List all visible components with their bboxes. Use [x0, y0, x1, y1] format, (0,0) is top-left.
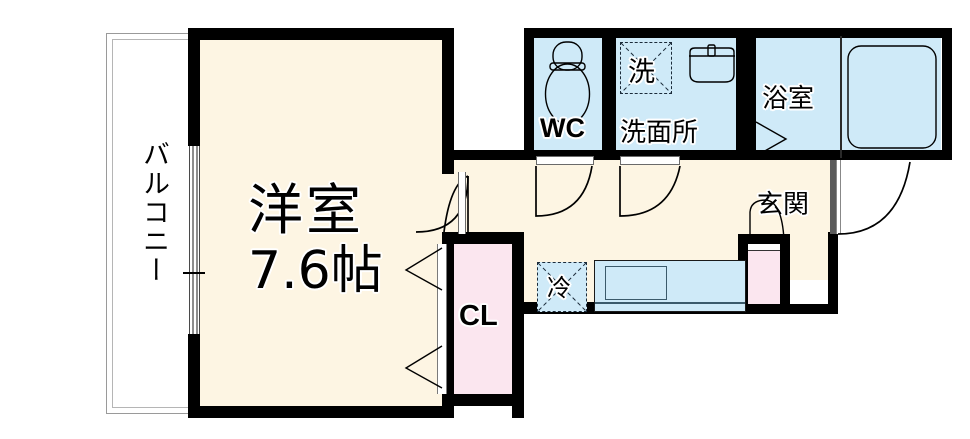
entrance-step-arc [749, 199, 785, 244]
room-size-label: 7.6帖 [248, 241, 383, 301]
western-room-fill [196, 36, 446, 412]
closet-door-track [437, 244, 447, 394]
closet-label: CL [459, 300, 498, 332]
wc-door-swing [535, 165, 593, 217]
wall-closet-right [512, 232, 524, 418]
wall-bath-right [942, 28, 952, 160]
wall-top-main [188, 28, 454, 40]
fridge-box-cross [537, 262, 587, 312]
sliding-window-pane-b [196, 146, 198, 334]
closet-door-upper-icon [404, 247, 443, 291]
bathtub-icon [847, 45, 937, 149]
fridge-label: 冷 [547, 274, 571, 302]
bathtub-divider [840, 36, 842, 158]
kitchen-counter-edge [595, 302, 745, 304]
sliding-window-center-mark [183, 272, 205, 274]
closet-door-lower-icon [404, 345, 443, 389]
wall-washroom-top [606, 28, 746, 38]
entrance-door-swing [837, 161, 911, 235]
wall-room-right-upper [442, 28, 454, 174]
wall-wc-left [524, 28, 534, 160]
wall-entrance-jamb [830, 160, 836, 234]
balcony-inner-outline [112, 39, 198, 408]
wall-bath-bottom [746, 150, 952, 160]
wc-label: WC [540, 113, 585, 143]
sink-icon [689, 44, 735, 83]
washroom-door-swing [619, 165, 681, 217]
wall-entrance-bottom [738, 304, 838, 314]
washroom-label: 洗面所 [620, 118, 699, 148]
toilet-icon [544, 41, 591, 125]
wall-entrance-shoe-right [780, 234, 790, 314]
shoe-box-top-edge [748, 244, 780, 251]
wall-bottom-room [188, 406, 454, 418]
folding-door-icon [755, 121, 788, 157]
sliding-window-icon [189, 146, 200, 334]
wall-entrance-right [828, 232, 838, 314]
balcony-label: バルコニー [138, 140, 169, 285]
room-door-swing-arc [415, 175, 469, 233]
entrance-threshold [836, 160, 841, 234]
wall-left-upper [188, 28, 200, 146]
wall-left-lower [188, 334, 200, 418]
kitchen-sink-icon [605, 266, 667, 300]
washroom-door-leaf [620, 156, 680, 165]
wall-bath-top [746, 28, 952, 38]
room-door-leaf [458, 172, 466, 234]
wall-closet-top [442, 232, 524, 244]
wall-corridor-top [454, 150, 746, 160]
shoe-box-icon [748, 244, 780, 304]
washer-box-cross [620, 42, 672, 94]
bathroom-label: 浴室 [762, 84, 815, 114]
wall-closet-bottom [442, 394, 524, 406]
wall-bath-left [746, 28, 756, 160]
wc-fill [531, 36, 603, 153]
wall-washroom-left [606, 28, 616, 160]
wall-washroom-right [736, 28, 746, 160]
sliding-window-pane-a [192, 146, 194, 334]
washer-box [620, 42, 672, 94]
washer-label: 洗 [628, 57, 655, 88]
closet-fill [447, 240, 514, 398]
room-name-label: 洋室 [248, 178, 365, 242]
wc-door-leaf [536, 156, 594, 165]
entrance-label: 玄関 [757, 190, 810, 220]
wall-wc-top [524, 28, 612, 38]
wall-entrance-shoe-top [738, 234, 790, 244]
